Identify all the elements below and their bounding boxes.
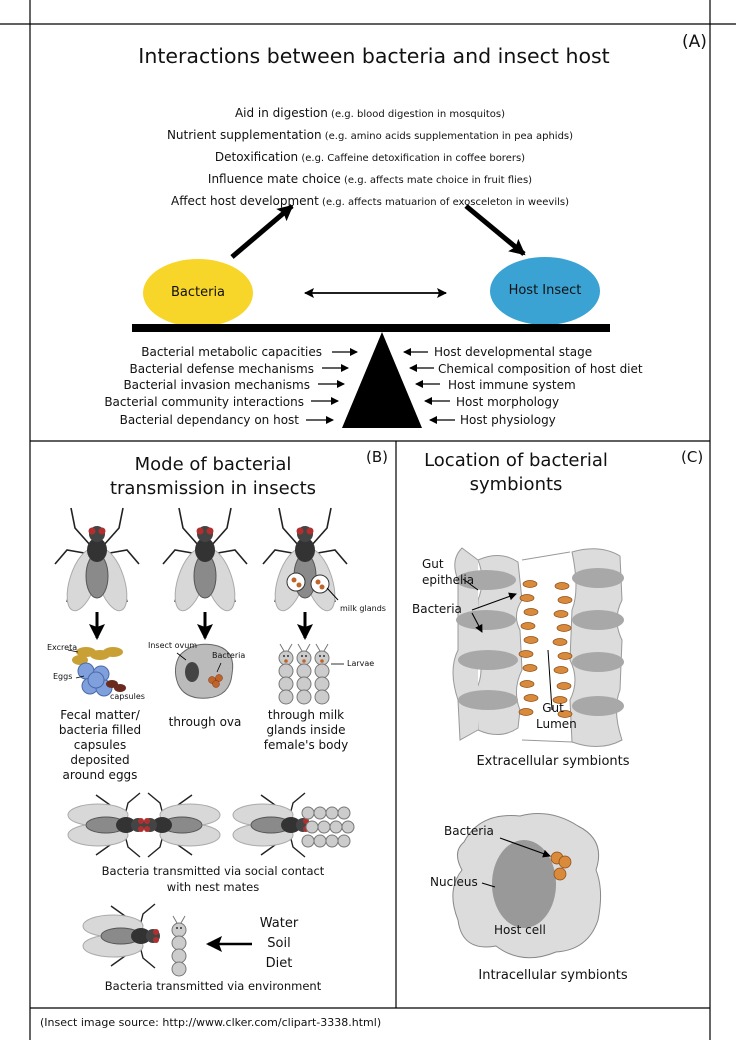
fly-icon [262, 507, 348, 616]
gut-epithelia-label: Gut epithelia [422, 557, 475, 587]
effect-item: Affect host development (e.g. affects ma… [171, 194, 569, 208]
ovum-bacteria-label: Bacteria [212, 651, 246, 660]
factor-item: Bacterial metabolic capacities [141, 345, 322, 359]
fly-icon [54, 507, 140, 616]
panel-c-title-line2: symbionts [469, 474, 563, 495]
panel-a-title: Interactions between bacteria and insect… [138, 44, 610, 68]
panel-b-title-line1: Mode of bacterial [134, 454, 292, 475]
larva-icon [314, 643, 330, 705]
larva-icon [278, 643, 294, 705]
insect-ovum-label: Insect ovum [148, 641, 198, 650]
env-source-water: Water [259, 916, 299, 931]
fly-icon [67, 792, 146, 858]
balance-beam [132, 324, 610, 332]
host-insect-ellipse [490, 257, 600, 325]
larva-icon [301, 806, 355, 848]
env-sources: Water Soil Diet [254, 914, 304, 974]
capsules-label: capsules [110, 692, 145, 701]
factor-item: Host developmental stage [434, 345, 593, 359]
env-source-soil: Soil [267, 936, 291, 951]
nucleus-ellipse [492, 840, 556, 928]
image-source-footer: (Insect image source: http://www.clker.c… [40, 1016, 382, 1029]
host-factors-list: Host developmental stage Chemical compos… [430, 344, 690, 429]
panel-a-tag: (A) [682, 32, 707, 52]
effects-list: Aid in digestion (e.g. blood digestion i… [30, 103, 710, 213]
host-insect-label: Host Insect [508, 283, 582, 298]
environment-caption: Bacteria transmitted via environment [104, 979, 322, 993]
panel-a-graphics [132, 204, 610, 428]
effect-item: Aid in digestion (e.g. blood digestion i… [234, 106, 506, 120]
panel-b-tag: (B) [366, 448, 388, 466]
factor-item: Host physiology [460, 413, 556, 427]
env-source-diet: Diet [265, 956, 293, 971]
factor-item: Bacterial community interactions [104, 394, 304, 409]
ova-caption: through ova [168, 715, 242, 729]
fly-icon [232, 792, 311, 858]
bacteria-ellipse [143, 259, 253, 327]
eggs-label: Eggs [53, 672, 73, 681]
milk-caption: through milk glands inside female's body [263, 708, 349, 752]
bacteria-label: Bacteria [170, 285, 226, 300]
factor-item: Host morphology [456, 394, 560, 409]
fulcrum-triangle [342, 332, 422, 428]
effect-item: Detoxification (e.g. Caffeine detoxifica… [214, 150, 526, 164]
fly-icon [162, 507, 248, 616]
gut-lumen-label: Gut Lumen [536, 701, 577, 731]
factor-item: Bacterial invasion mechanisms [123, 378, 310, 392]
extracellular-caption: Extracellular symbionts [476, 754, 630, 769]
social-caption: Bacteria transmitted via social contact … [101, 864, 325, 894]
panel-b-graphics [54, 507, 355, 977]
nucleus-label: Nucleus [430, 875, 478, 889]
intracellular-caption: Intracellular symbionts [478, 968, 628, 983]
factor-item: Host immune system [448, 378, 576, 392]
milk-glands-label: milk glands [340, 604, 386, 613]
factor-item: Chemical composition of host diet [438, 361, 643, 376]
fecal-caption: Fecal matter/ bacteria filled capsules d… [58, 708, 142, 782]
bacterial-factors-list: Bacterial metabolic capacities Bacterial… [90, 344, 322, 429]
panel-c-graphics [452, 547, 624, 959]
host-cell-label: Host cell [494, 923, 546, 937]
larva-icon [171, 915, 187, 977]
excreta-label: Excreta [47, 643, 78, 652]
cell-bacteria-label: Bacteria [444, 824, 494, 838]
factor-item: Bacterial defense mechanisms [129, 361, 314, 376]
effect-item: Influence mate choice (e.g. affects mate… [207, 172, 533, 186]
effect-item: Nutrient supplementation (e.g. amino aci… [166, 128, 574, 142]
gut-bacteria-label: Bacteria [412, 602, 462, 616]
fly-icon [82, 903, 161, 969]
larvae-label: Larvae [347, 659, 375, 668]
factor-item: Bacterial dependancy on host [119, 413, 299, 427]
larva-icon [296, 643, 312, 705]
panel-b-title-line2: transmission in insects [109, 478, 317, 499]
panel-c-title-line1: Location of bacterial [424, 450, 608, 471]
panel-c-tag: (C) [681, 448, 704, 466]
